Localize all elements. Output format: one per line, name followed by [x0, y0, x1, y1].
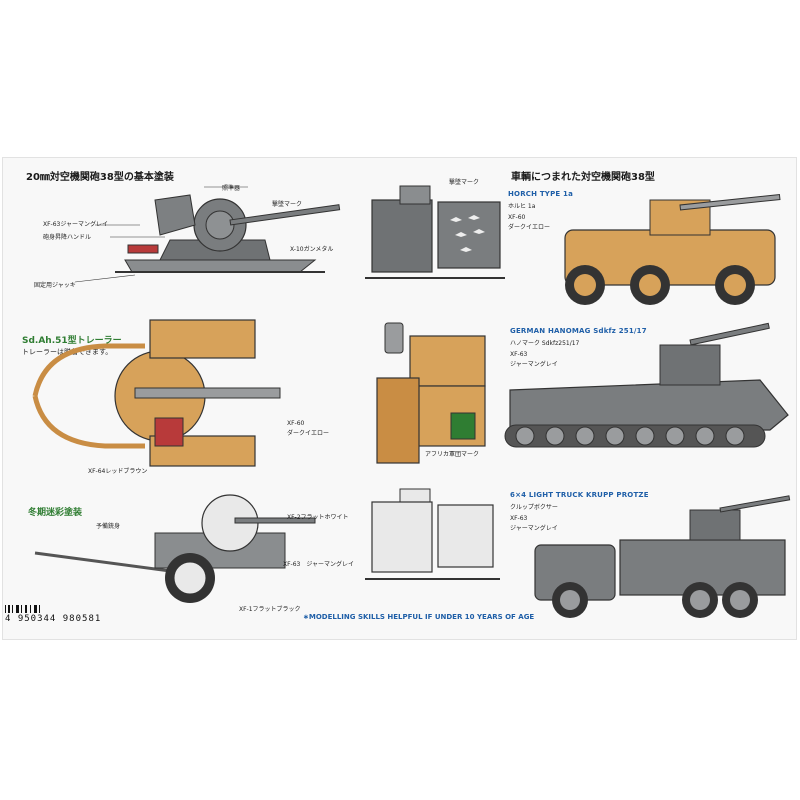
- krupp-color-name: ジャーマングレイ: [510, 525, 558, 532]
- callout-lines-top-left: [74, 186, 248, 283]
- callout-jack: 固定用ジャッキ: [34, 282, 76, 289]
- callout-scope: 照準器: [222, 185, 241, 192]
- vehicle-mounted-title: 車輌につまれた対空機関砲38型: [511, 172, 655, 183]
- hanomag-color-code: XF-63: [510, 351, 528, 358]
- flak38-winter-shield-illustration: [365, 488, 500, 580]
- callout-xf60: XF-60: [287, 420, 305, 427]
- flak38-gray-side-illustration: [115, 194, 341, 273]
- horch-subtitle: ホルヒ 1a: [508, 203, 536, 210]
- callout-xf63-gray-spaced: XF-63 ジャーマングレイ: [283, 561, 355, 568]
- hanomag-subtitle: ハノマーク Sdkfz251/17: [510, 340, 580, 347]
- callout-kill-marks-rear: 撃墜マーク: [449, 179, 480, 186]
- horch-title: HORCH TYPE 1a: [508, 190, 574, 198]
- hanomag-vehicle-illustration: [504, 322, 789, 448]
- hanomag-color-name: ジャーマングレイ: [510, 361, 558, 368]
- winter-camo-title: 冬期迷彩塗装: [28, 508, 83, 518]
- flak38-gray-shield-illustration: [365, 185, 505, 279]
- callout-dark-yellow: ダークイエロー: [287, 430, 329, 437]
- horch-vehicle-illustration: [564, 193, 781, 305]
- callout-kill-marks-side: 撃墜マーク: [272, 201, 303, 208]
- barcode-bars: [5, 605, 40, 613]
- age-warning: ∗MODELLING SKILLS HELPFUL IF UNDER 10 YE…: [303, 613, 535, 621]
- flak38-winter-trailer-illustration: [34, 494, 316, 603]
- callout-spare-barrel: 予備銃身: [96, 523, 121, 530]
- krupp-title: 6×4 LIGHT TRUCK KRUPP PROTZE: [510, 491, 649, 499]
- hanomag-title: GERMAN HANOMAG Sdkfz 251/17: [510, 327, 647, 335]
- basic-painting-title: 20㎜対空機関砲38型の基本塗装: [26, 172, 174, 183]
- callout-elevation-handle: 砲身昇降ハンドル: [43, 234, 92, 241]
- callout-africa-corps: アフリカ軍団マーク: [425, 451, 480, 458]
- krupp-color-code: XF-63: [510, 515, 528, 522]
- barcode-number: 4 950344 980581: [5, 614, 102, 624]
- horch-color-code: XF-60: [508, 214, 526, 221]
- krupp-vehicle-illustration: [534, 495, 791, 618]
- callout-xf63-gray: XF-63ジャーマングレイ: [43, 221, 109, 228]
- callout-xf2-white: XF-2フラットホワイト: [287, 514, 349, 521]
- callout-x10-metal: X-10ガンメタル: [290, 246, 334, 253]
- flak38-trailer-top-illustration: [32, 319, 281, 467]
- callout-xf1-black: XF-1フラットブラック: [239, 606, 301, 613]
- callout-xf64-red-brown: XF-64レッドブラウン: [88, 468, 148, 475]
- krupp-subtitle: クルップボクサー: [510, 504, 558, 511]
- flak38-yellow-shield-illustration: [376, 322, 486, 464]
- horch-color-name: ダークイエロー: [508, 224, 550, 231]
- trailer-title: Sd.Ah.51型トレーラー: [22, 336, 122, 346]
